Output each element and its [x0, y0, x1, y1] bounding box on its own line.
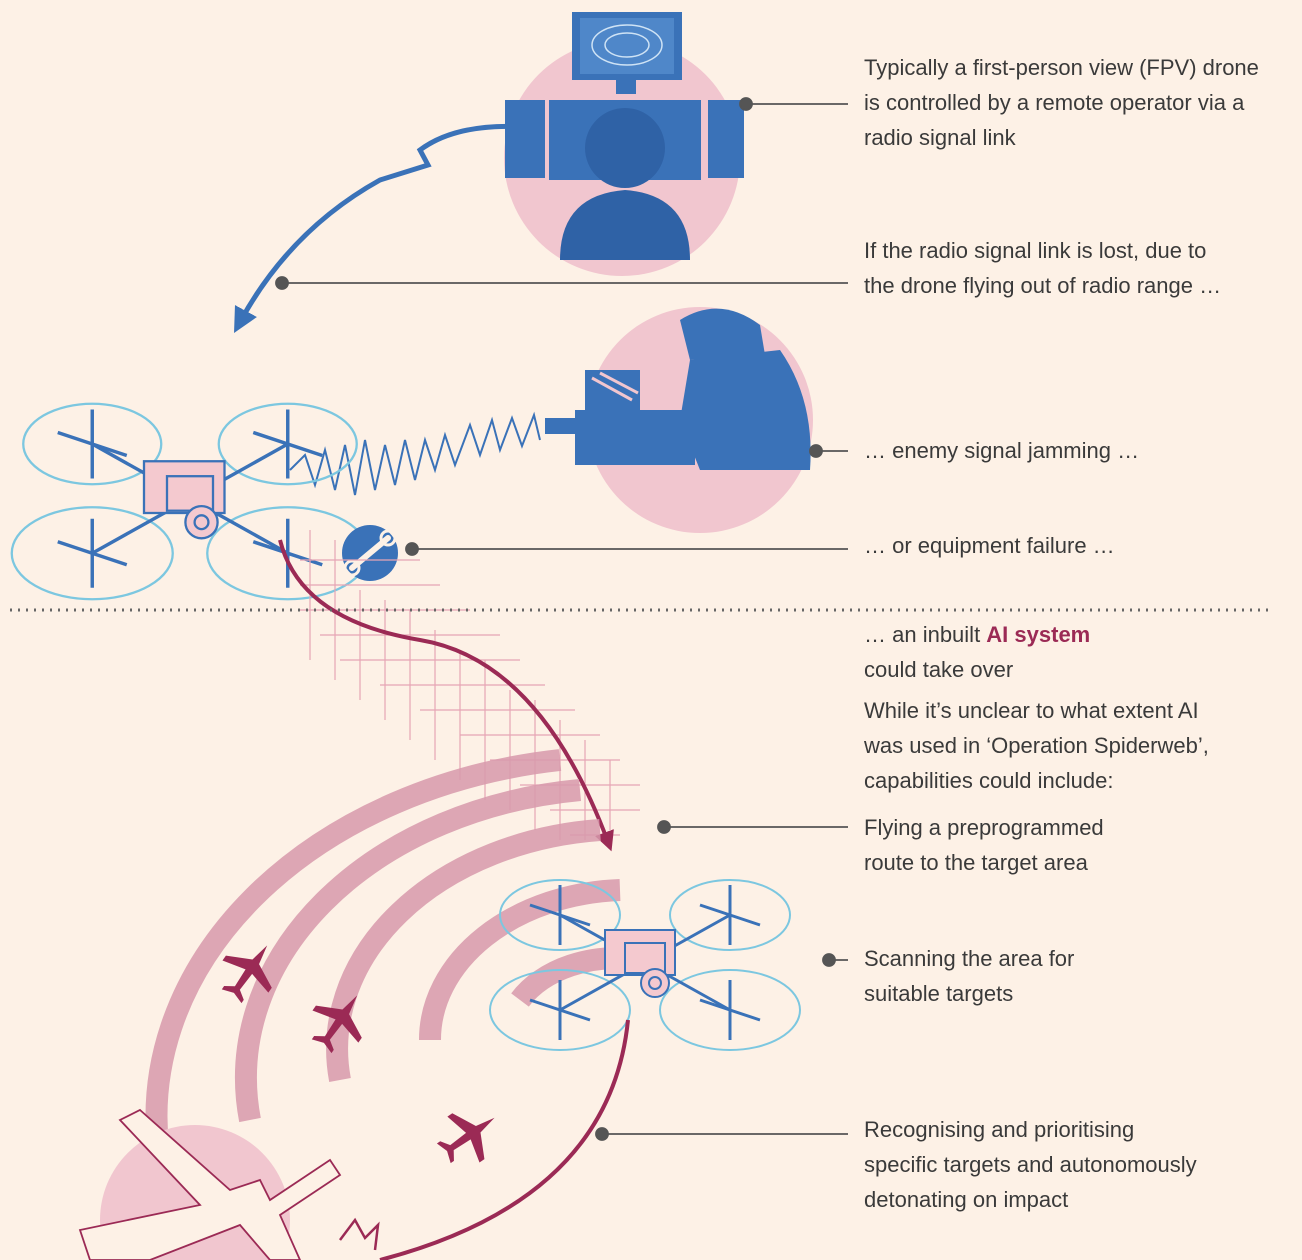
autonomous-route-arrow: [278, 539, 614, 852]
ai-prefix: … an inbuilt: [864, 622, 987, 647]
signal-lost-annotation: If the radio signal link is lost, due to…: [864, 233, 1284, 303]
scan-line1: Scanning the area for: [864, 946, 1075, 971]
ai-system-highlight: AI system: [986, 622, 1091, 647]
unclear-line1: While it’s unclear to what extent AI: [864, 698, 1199, 723]
bomber-target-icon: [78, 1108, 380, 1260]
route-line2: route to the target area: [864, 850, 1088, 875]
radio-link-arrow: [234, 123, 541, 333]
recog-line2: specific targets and autonomously: [864, 1152, 1197, 1177]
jamming-signal-wave: [289, 411, 541, 496]
route-annotation: Flying a preprogrammed route to the targ…: [864, 810, 1284, 880]
detonation-path: [379, 1019, 630, 1260]
leader-lines: [275, 97, 848, 1141]
signal-lost-line2: the drone flying out of radio range …: [864, 273, 1222, 298]
ai-suffix: could take over: [864, 657, 1014, 682]
signal-lost-line1: If the radio signal link is lost, due to: [864, 238, 1207, 263]
route-line1: Flying a preprogrammed: [864, 815, 1104, 840]
scan-annotation: Scanning the area for suitable targets: [864, 941, 1284, 1011]
operator-annotation: Typically a first-person view (FPV) dron…: [864, 55, 1259, 150]
drone-operator-icon: [504, 12, 744, 276]
unclear-line2: was used in ‘Operation Spiderweb’,: [864, 733, 1209, 758]
fpv-drone-upper: [10, 402, 370, 601]
wrench-icon: [342, 525, 398, 581]
jamming-annotation: … enemy signal jamming …: [864, 438, 1140, 463]
failure-annotation: … or equipment failure …: [864, 533, 1115, 558]
scan-line2: suitable targets: [864, 981, 1014, 1006]
signal-jammer-soldier-icon: [545, 307, 813, 533]
unclear-annotation: While it’s unclear to what extent AI was…: [864, 693, 1284, 798]
ai-annotation: … an inbuilt AI system could take over: [864, 617, 1284, 687]
recog-line3: detonating on impact: [864, 1187, 1069, 1212]
unclear-line3: capabilities could include:: [864, 768, 1114, 793]
recog-line1: Recognising and prioritising: [864, 1117, 1135, 1142]
recognise-annotation: Recognising and prioritising specific ta…: [864, 1112, 1284, 1217]
